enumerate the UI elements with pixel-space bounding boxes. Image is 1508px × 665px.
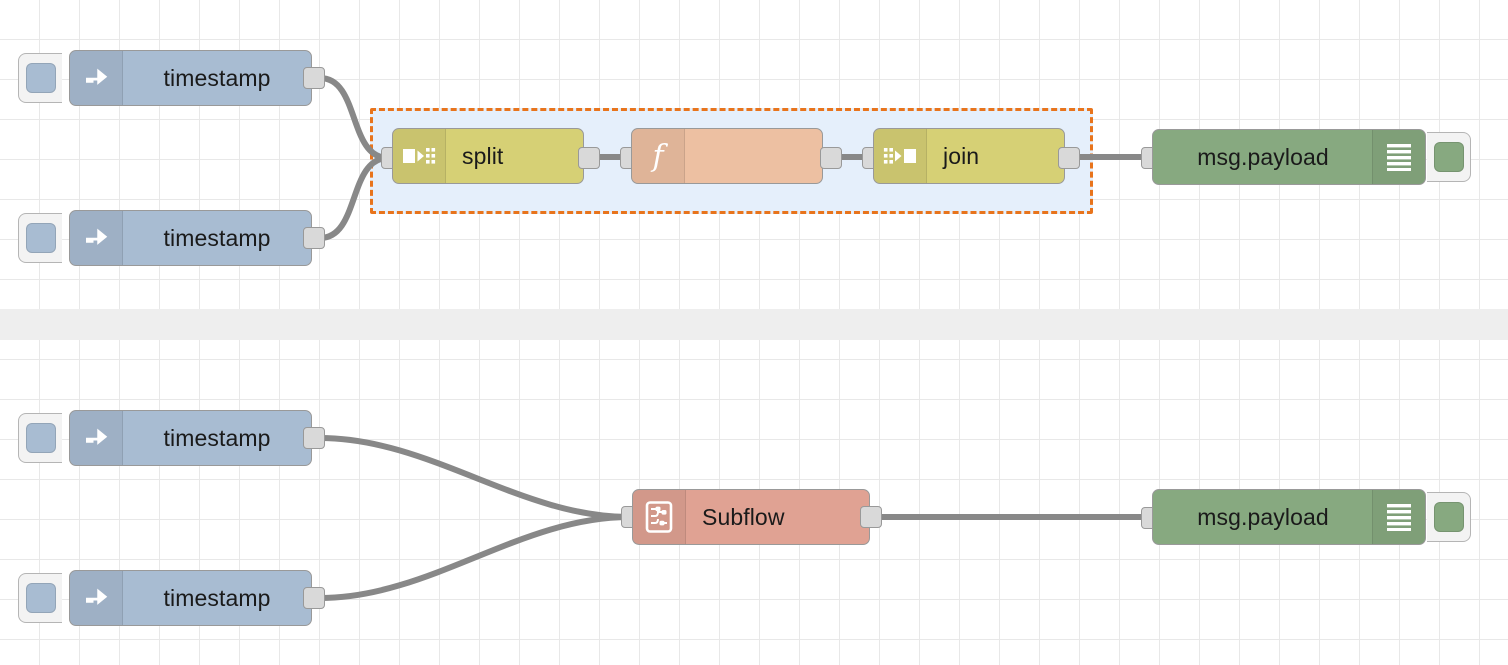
output-port[interactable] — [303, 587, 325, 609]
inject-button-4[interactable] — [18, 573, 62, 623]
node-inject-4-body: timestamp — [123, 571, 311, 625]
inject-button-indicator-icon — [25, 63, 56, 93]
debug-button-indicator-icon — [1433, 502, 1464, 532]
node-inject-4[interactable]: timestamp — [69, 570, 312, 626]
inject-arrow-icon — [70, 51, 123, 105]
output-port[interactable] — [303, 427, 325, 449]
node-function[interactable]: f — [631, 128, 823, 184]
node-label: timestamp — [163, 64, 271, 91]
node-inject-2-body: timestamp — [123, 211, 311, 265]
debug-toggle-button-2[interactable] — [1427, 492, 1471, 542]
debug-toggle-button-1[interactable] — [1427, 132, 1471, 182]
split-icon — [393, 129, 446, 183]
node-split[interactable]: split — [392, 128, 584, 184]
node-join-body: join — [927, 129, 1064, 183]
debug-lines-icon — [1372, 130, 1425, 184]
inject-button-1[interactable] — [18, 53, 62, 103]
node-inject-2[interactable]: timestamp — [69, 210, 312, 266]
node-inject-1[interactable]: timestamp — [69, 50, 312, 106]
inject-arrow-icon — [70, 211, 123, 265]
node-label: split — [462, 142, 504, 169]
svg-text:f: f — [650, 139, 668, 173]
debug-button-indicator-icon — [1433, 142, 1464, 172]
inject-button-indicator-icon — [25, 223, 56, 253]
output-port[interactable] — [303, 67, 325, 89]
inject-arrow-icon — [70, 571, 123, 625]
output-port[interactable] — [578, 147, 600, 169]
node-label: msg.payload — [1197, 503, 1329, 530]
node-subflow-body: Subflow — [686, 490, 869, 544]
node-label: timestamp — [163, 224, 271, 251]
output-port[interactable] — [820, 147, 842, 169]
node-debug-2[interactable]: msg.payload — [1152, 489, 1426, 545]
node-label: timestamp — [163, 424, 271, 451]
node-label: join — [943, 142, 980, 169]
node-inject-1-body: timestamp — [123, 51, 311, 105]
function-f-icon: f — [632, 129, 685, 183]
debug-lines-icon — [1372, 490, 1425, 544]
node-subflow[interactable]: Subflow — [632, 489, 870, 545]
wire-inject3-subflow — [317, 435, 632, 520]
join-icon — [874, 129, 927, 183]
inject-button-indicator-icon — [25, 583, 56, 613]
inject-button-2[interactable] — [18, 213, 62, 263]
output-port[interactable] — [1058, 147, 1080, 169]
node-debug-1-body: msg.payload — [1153, 130, 1425, 184]
output-port[interactable] — [303, 227, 325, 249]
node-split-body: split — [446, 129, 583, 183]
node-debug-1[interactable]: msg.payload — [1152, 129, 1426, 185]
inject-arrow-icon — [70, 411, 123, 465]
output-port[interactable] — [860, 506, 882, 528]
wire-inject4-subflow — [317, 514, 632, 601]
node-label: timestamp — [163, 584, 271, 611]
node-function-body — [685, 129, 822, 183]
node-debug-2-body: msg.payload — [1153, 490, 1425, 544]
node-inject-3[interactable]: timestamp — [69, 410, 312, 466]
inject-button-indicator-icon — [25, 423, 56, 453]
node-join[interactable]: join — [873, 128, 1065, 184]
inject-button-3[interactable] — [18, 413, 62, 463]
node-label: msg.payload — [1197, 143, 1329, 170]
flow-tab-divider — [0, 309, 1508, 340]
subflow-icon — [633, 490, 686, 544]
node-label: Subflow — [702, 503, 785, 530]
node-inject-3-body: timestamp — [123, 411, 311, 465]
